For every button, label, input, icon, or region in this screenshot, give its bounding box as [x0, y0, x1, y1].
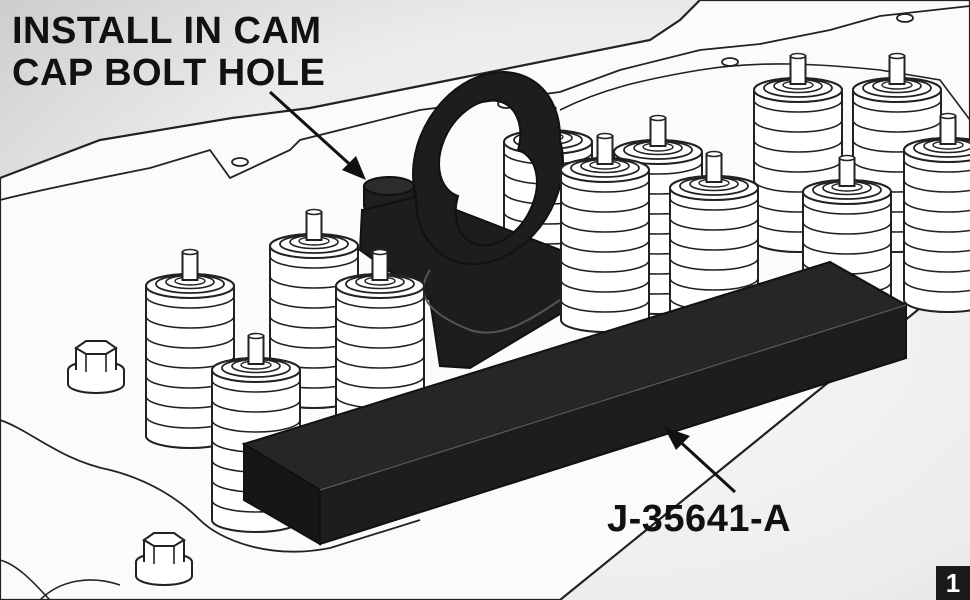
tool-j-35641-a-bar	[241, 260, 909, 546]
callout-install-line-2: CAP BOLT HOLE	[12, 52, 326, 94]
callout-tool-number: J-35641-A	[607, 498, 792, 540]
callout-install-line-1: INSTALL IN CAM	[12, 10, 322, 52]
casting-inner-contour	[559, 63, 970, 121]
casting-rear-ledge	[0, 5, 970, 201]
figure-number-badge: 1	[936, 566, 970, 600]
leader-arrow-cam-cap	[268, 90, 366, 180]
leader-arrow-tool	[664, 427, 737, 494]
casting-lower-contour	[0, 559, 121, 600]
casting-front-edge	[0, 419, 421, 553]
callout-install-location: INSTALL IN CAM CAP BOLT HOLE	[12, 10, 325, 94]
